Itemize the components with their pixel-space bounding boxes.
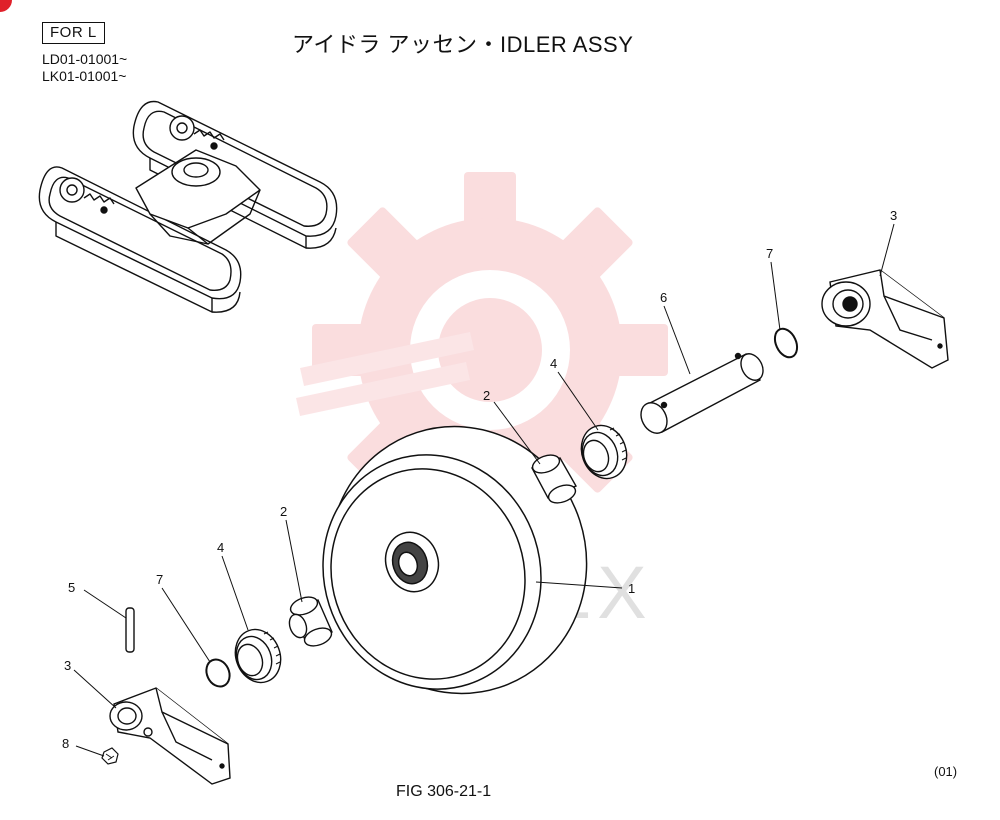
model-label-box: FOR L [42,22,105,44]
callout-1: 1 [628,581,635,596]
part-bolt [101,747,119,765]
callout-4-right: 4 [550,356,557,371]
part-floating-seal-left [234,628,282,684]
part-support-left [109,687,231,785]
serial-range-ld: LD01-01001~ [42,51,128,67]
callout-2-right: 2 [483,388,490,403]
part-idler-wheel [322,425,588,695]
part-pin [125,607,135,653]
serial-range-lk: LK01-01001~ [42,68,127,84]
callout-numbers: 1 2 2 3 3 4 4 5 6 7 7 8 [62,208,897,751]
page-code: (01) [934,764,958,779]
callout-2-left: 2 [280,504,287,519]
diagram-title: アイドラ アッセン・IDLER ASSY [292,32,634,57]
watermark-logo [296,172,668,528]
part-o-ring-left [205,658,231,688]
part-bushing-right [531,454,577,504]
part-shaft [640,352,764,434]
callout-3-right: 3 [890,208,897,223]
part-support-right [821,269,949,369]
part-floating-seal-right [580,424,628,480]
figure-number: FIG 306-21-1 [396,783,492,800]
leader-lines [73,223,895,757]
callout-5: 5 [68,580,75,595]
callout-7-right: 7 [766,246,773,261]
part-bushing-left [288,596,333,647]
callout-4-left: 4 [217,540,224,555]
callout-7-left: 7 [156,572,163,587]
part-o-ring-right [773,327,799,359]
callout-6: 6 [660,290,667,305]
undercarriage-overview [38,100,338,313]
callout-8: 8 [62,736,69,751]
callout-3-left: 3 [64,658,71,673]
